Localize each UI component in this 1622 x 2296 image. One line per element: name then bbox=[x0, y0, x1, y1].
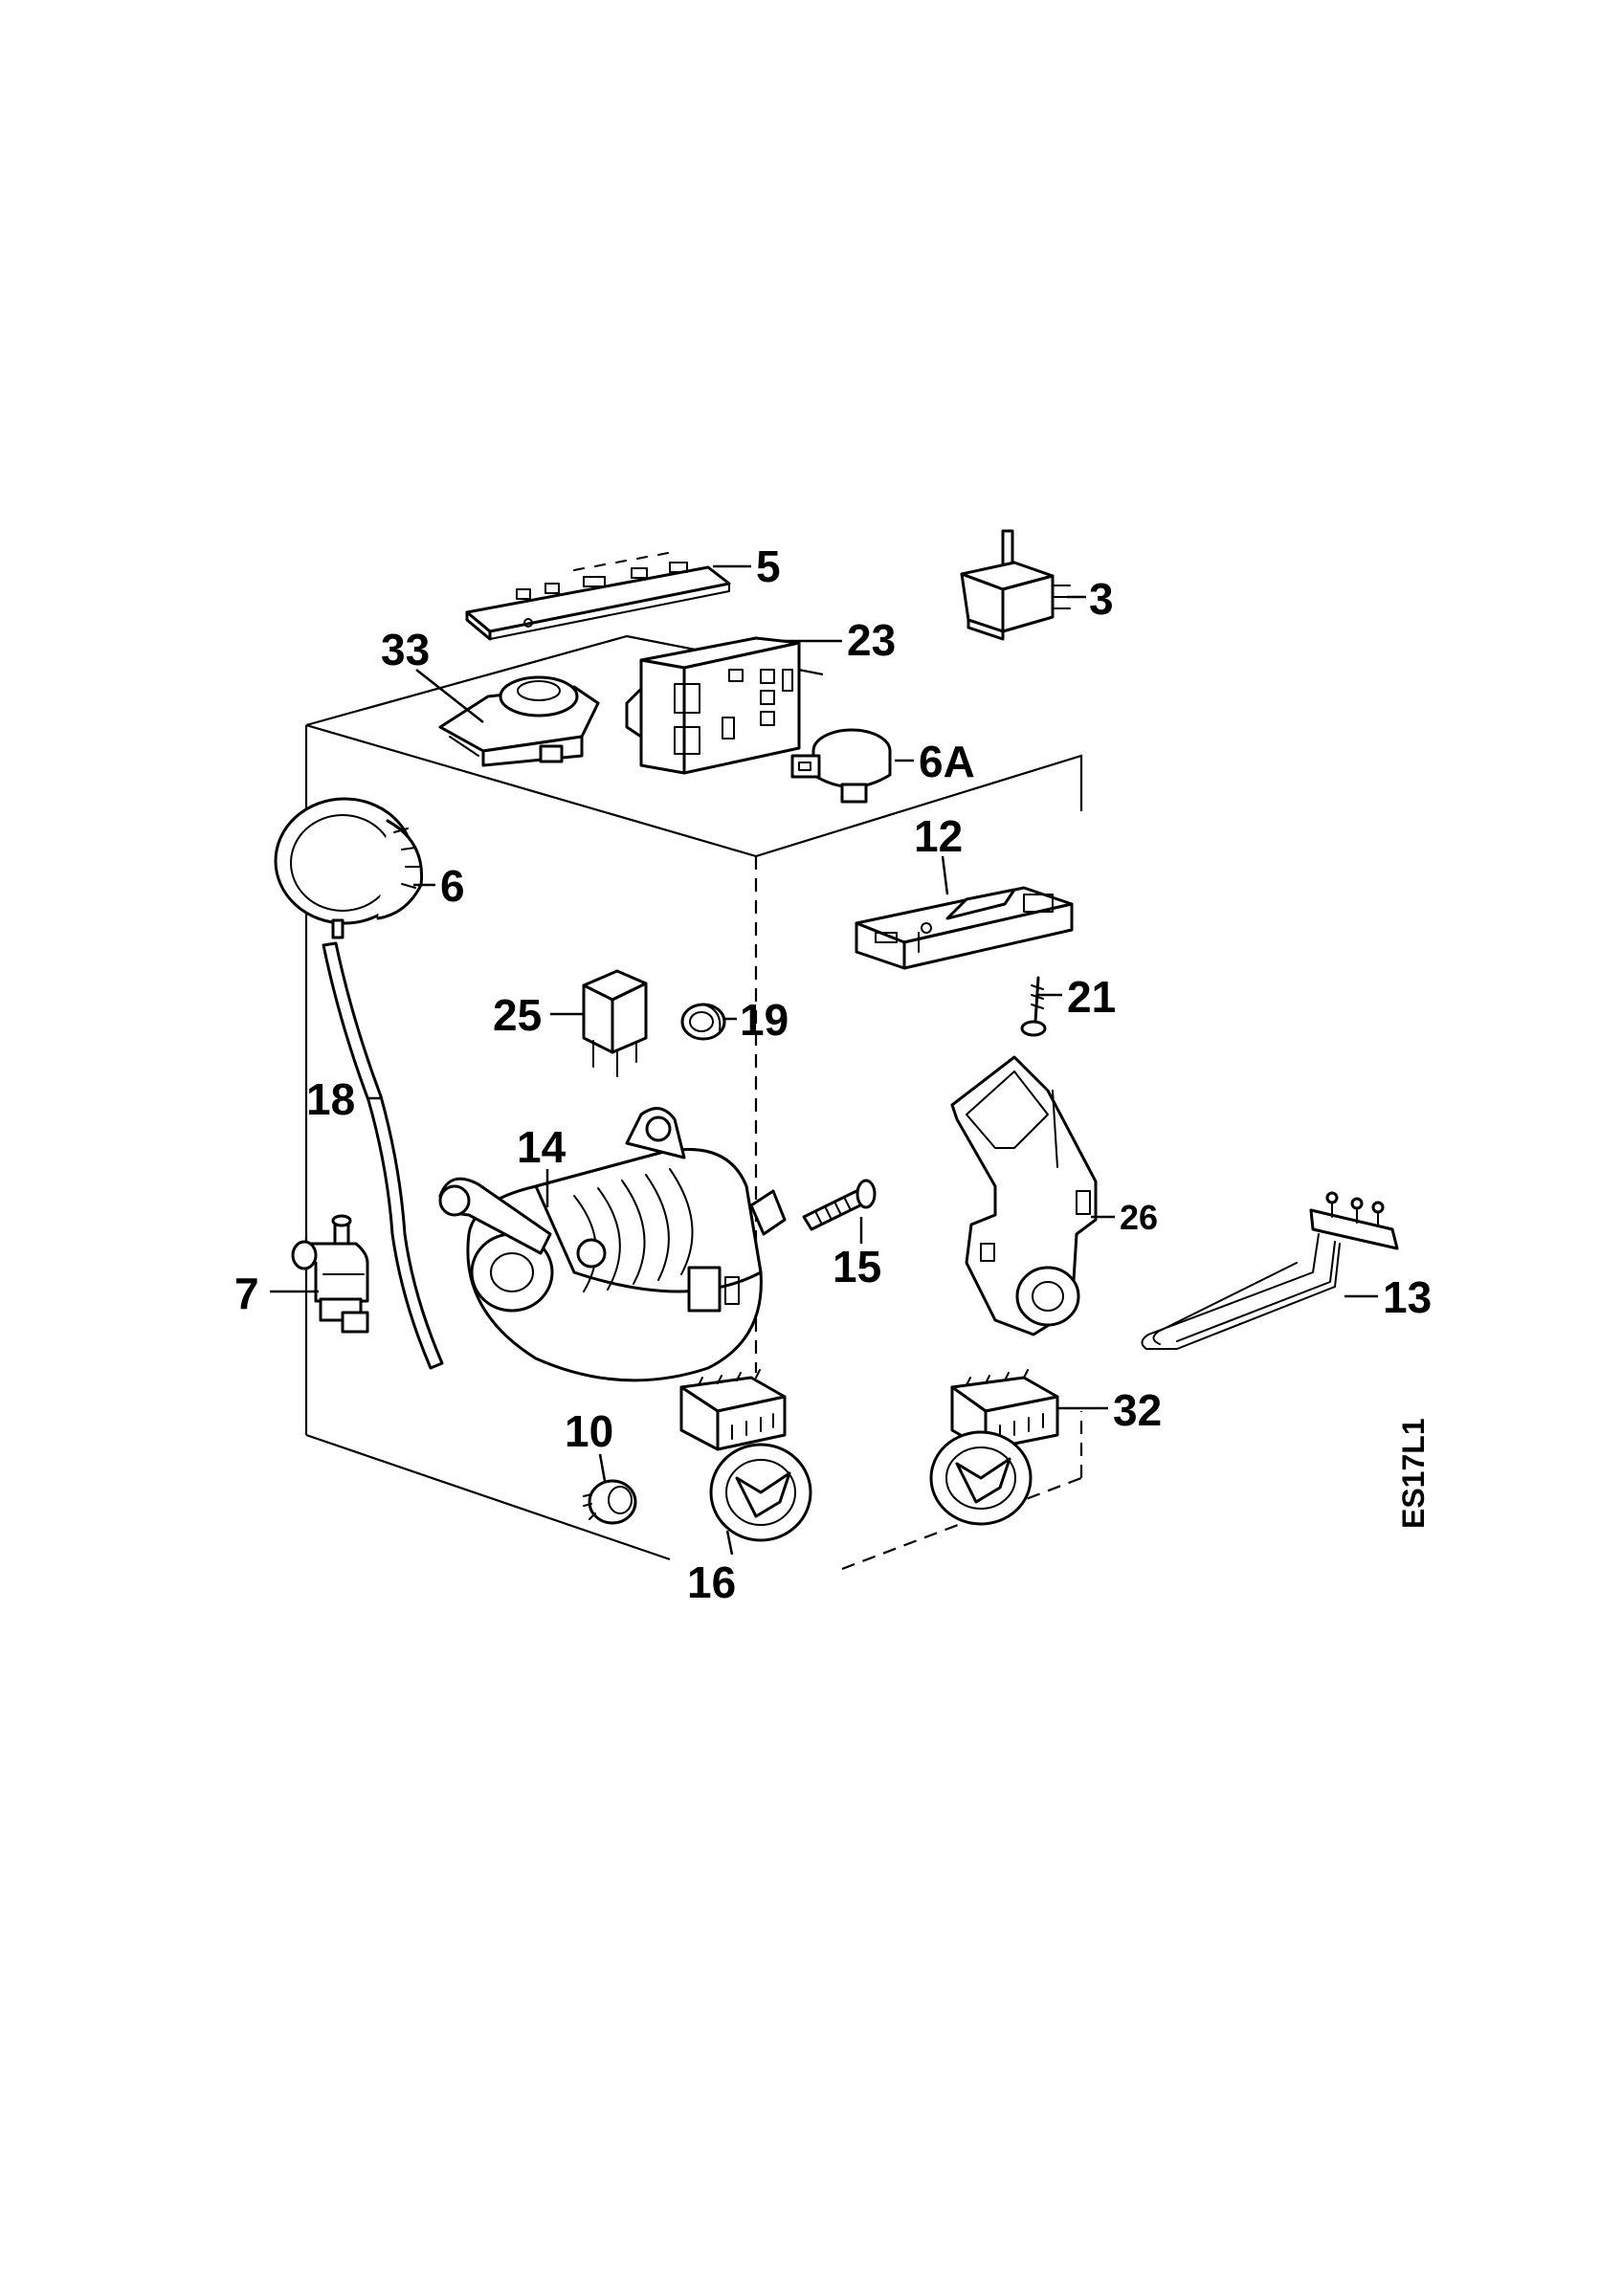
callout-21: 21 bbox=[1067, 972, 1116, 1022]
part-6-pressure-switch bbox=[274, 797, 424, 939]
part-13-heating-element bbox=[1141, 1191, 1399, 1350]
callout-12: 12 bbox=[914, 811, 963, 861]
callout-19: 19 bbox=[740, 995, 789, 1045]
callout-3: 3 bbox=[1089, 574, 1114, 624]
callout-33: 33 bbox=[381, 625, 430, 674]
callout-7: 7 bbox=[234, 1269, 259, 1318]
part-12-door-lock bbox=[855, 886, 1074, 970]
part-10-fitting bbox=[583, 1479, 637, 1525]
callout-25: 25 bbox=[493, 990, 542, 1040]
part-33-bracket-unit bbox=[438, 675, 600, 767]
callout-32: 32 bbox=[1113, 1385, 1162, 1435]
callout-15: 15 bbox=[833, 1242, 881, 1292]
part-3-selector-switch bbox=[960, 529, 1071, 641]
callout-26: 26 bbox=[1120, 1198, 1158, 1237]
part-16-drain-pump bbox=[679, 1369, 812, 1542]
callout-14: 14 bbox=[517, 1122, 567, 1172]
part-15-bolt bbox=[802, 1179, 877, 1231]
part-21-screw bbox=[1020, 976, 1047, 1037]
part-32-circulation-pump bbox=[929, 1369, 1059, 1526]
part-5-circuit-board bbox=[465, 552, 731, 641]
callout-18: 18 bbox=[306, 1074, 355, 1124]
leader-lines bbox=[270, 564, 1378, 1556]
callout-16: 16 bbox=[687, 1557, 736, 1607]
callout-6a: 6A bbox=[919, 737, 975, 786]
diagram-reference-code: ES17L1 bbox=[1396, 1418, 1431, 1529]
part-6a-sensor bbox=[790, 728, 892, 804]
part-26-bracket bbox=[950, 1055, 1098, 1336]
part-7-inlet-valve bbox=[291, 1214, 369, 1334]
callout-6: 6 bbox=[440, 861, 465, 911]
callout-13: 13 bbox=[1383, 1272, 1432, 1322]
part-18-hose bbox=[322, 941, 444, 1370]
part-25-relay bbox=[582, 969, 648, 1077]
callout-5: 5 bbox=[756, 541, 781, 591]
part-19-bushing bbox=[680, 1003, 726, 1041]
callout-labels: 5 3 33 23 6A 6 12 21 25 19 18 14 15 26 1… bbox=[234, 541, 1432, 1607]
callout-23: 23 bbox=[847, 615, 896, 665]
part-23-control-module bbox=[625, 636, 801, 775]
part-14-motor bbox=[438, 1107, 787, 1382]
callout-10: 10 bbox=[565, 1406, 613, 1456]
